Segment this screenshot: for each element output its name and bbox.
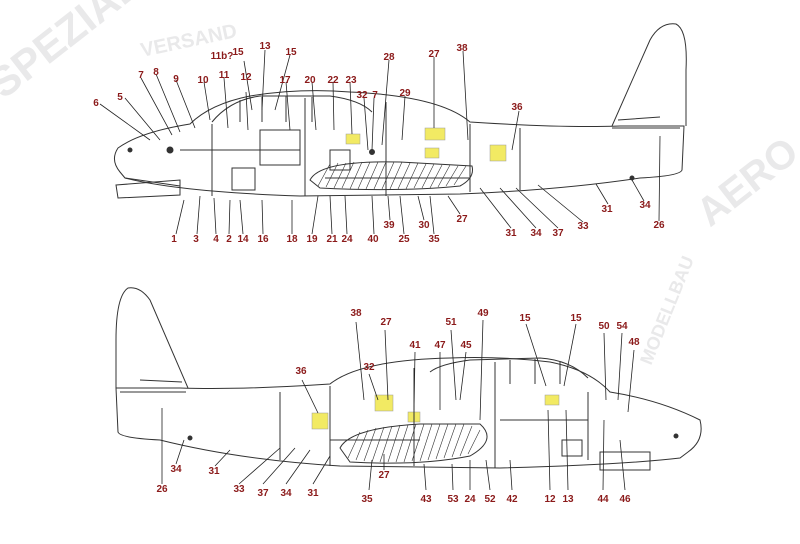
callout-32: 32 — [356, 90, 368, 101]
callout-38: 38 — [350, 308, 362, 319]
callout-12: 12 — [544, 494, 556, 505]
callout-2: 2 — [226, 234, 232, 245]
callout-27b: 27 — [378, 470, 390, 481]
callout-8: 8 — [153, 67, 159, 78]
callout-43: 43 — [420, 494, 432, 505]
callout-34a: 34 — [530, 228, 542, 239]
callout-26: 26 — [156, 484, 168, 495]
callout-29: 29 — [399, 88, 411, 99]
callout-37: 37 — [552, 228, 564, 239]
callout-13: 13 — [562, 494, 574, 505]
callout-33: 33 — [233, 484, 245, 495]
callout-53: 53 — [447, 494, 459, 505]
callout-31b: 31 — [307, 488, 319, 499]
callout-3: 3 — [193, 234, 199, 245]
callout-52: 52 — [484, 494, 496, 505]
callout-31a: 31 — [208, 466, 220, 477]
callout-11b: 11b? — [210, 51, 234, 62]
callout-35: 35 — [428, 234, 440, 245]
callout-20: 20 — [304, 75, 316, 86]
callout-11: 11 — [218, 70, 230, 81]
callout-22: 22 — [327, 75, 339, 86]
callout-49: 49 — [477, 308, 489, 319]
callout-34a: 34 — [170, 464, 182, 475]
callout-32: 32 — [363, 362, 375, 373]
callout-41: 41 — [409, 340, 421, 351]
callout-9: 9 — [173, 74, 179, 85]
callout-51: 51 — [445, 317, 457, 328]
callout-54: 54 — [616, 321, 628, 332]
leader-lines — [99, 49, 661, 491]
callout-7a: 7 — [138, 70, 144, 81]
callout-47: 47 — [434, 340, 446, 351]
callout-38: 38 — [456, 43, 468, 54]
callout-23: 23 — [345, 75, 357, 86]
callout-16: 16 — [257, 234, 269, 245]
callout-18: 18 — [286, 234, 298, 245]
callout-42: 42 — [506, 494, 518, 505]
callout-15a: 15 — [519, 313, 531, 324]
callout-28: 28 — [383, 52, 395, 63]
callout-1: 1 — [171, 234, 177, 245]
callout-36: 36 — [295, 366, 307, 377]
callout-12: 12 — [240, 72, 252, 83]
callout-4: 4 — [213, 234, 219, 245]
callout-10: 10 — [197, 75, 209, 86]
callout-19: 19 — [306, 234, 318, 245]
callout-27a: 27 — [428, 49, 440, 60]
callout-25: 25 — [398, 234, 410, 245]
callout-15a: 15 — [232, 47, 244, 58]
callout-31b: 31 — [601, 204, 613, 215]
callout-34b: 34 — [280, 488, 292, 499]
callout-17: 17 — [279, 75, 291, 86]
callout-37: 37 — [257, 488, 269, 499]
callout-30: 30 — [418, 220, 430, 231]
callout-27a: 27 — [380, 317, 392, 328]
callout-44: 44 — [597, 494, 609, 505]
callout-35: 35 — [361, 494, 373, 505]
callout-33: 33 — [577, 221, 589, 232]
callout-26: 26 — [653, 220, 665, 231]
callout-13: 13 — [259, 41, 271, 52]
callout-48: 48 — [628, 337, 640, 348]
right-profile-aircraft — [115, 287, 702, 471]
callout-40: 40 — [367, 234, 379, 245]
callout-39: 39 — [383, 220, 395, 231]
callout-5: 5 — [117, 92, 123, 103]
callout-46: 46 — [619, 494, 631, 505]
left-profile-aircraft — [114, 23, 687, 199]
callout-31a: 31 — [505, 228, 517, 239]
callout-15b: 15 — [570, 313, 582, 324]
callout-45: 45 — [460, 340, 472, 351]
callout-34b: 34 — [639, 200, 651, 211]
callout-21: 21 — [326, 234, 338, 245]
callout-14: 14 — [237, 234, 249, 245]
callout-36: 36 — [511, 102, 523, 113]
callout-6: 6 — [93, 98, 99, 109]
callout-15b: 15 — [285, 47, 297, 58]
callout-7b: 7 — [372, 90, 378, 101]
callout-50: 50 — [598, 321, 610, 332]
callout-24: 24 — [341, 234, 353, 245]
callout-24: 24 — [464, 494, 476, 505]
callout-27b: 27 — [456, 214, 468, 225]
